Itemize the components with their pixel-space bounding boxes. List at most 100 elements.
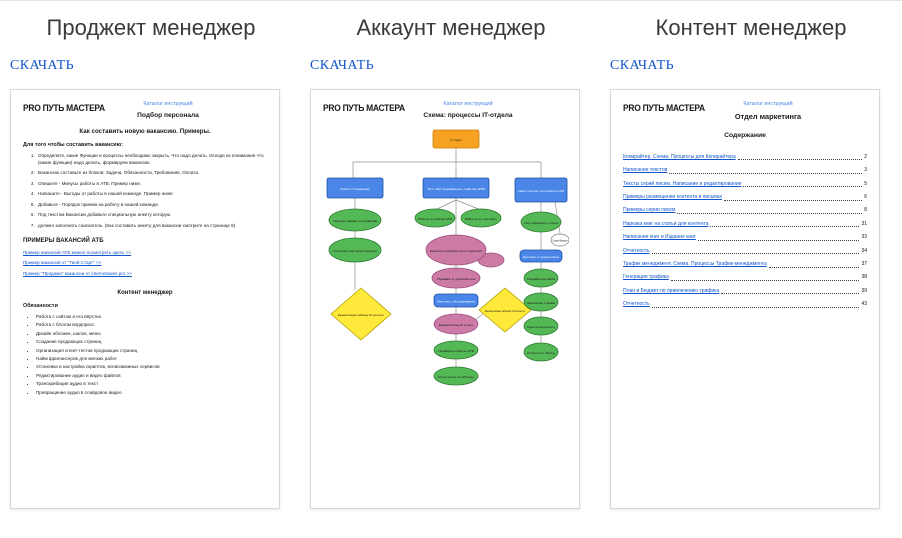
toc-dot-leader [677, 212, 863, 214]
flow-node-center4: Правки и доработки [431, 267, 481, 288]
doc-link: Пример вакансий АТБ можно посмотреть зде… [23, 249, 132, 255]
toc-dot-leader [768, 266, 860, 268]
column-title: Аккаунт менеджер [356, 15, 546, 40]
list-item: Дизайн обложек, шапок, меню [36, 331, 267, 338]
flow-node-left-diamond: Ежемесячная таблица Отчетность [330, 286, 392, 341]
toc-entry: Нарезка книг на статьи для контента 31 [623, 221, 867, 229]
svg-text:Разработка сайта: Разработка сайта [527, 277, 555, 281]
list-item: Работа с сайтом и его вёрстка [36, 314, 267, 321]
toc-link: Примеры серии писем [623, 207, 676, 214]
toc-entry: Копирайтер. Схема. Процессы для Копирайт… [623, 154, 867, 162]
toc-dot-leader [724, 199, 863, 201]
flow-node-root: IT отдел [432, 129, 480, 148]
svg-text:Ежемесячное обслуживание сайто: Ежемесячное обслуживание сайтов и сервис… [430, 249, 482, 253]
flow-node-center6: Ежемесячный отчет [433, 313, 479, 334]
flow-node-center3: Ежемесячное обслуживание сайтов и сервис… [425, 234, 505, 267]
toc-entry: Примеры серии писем 8 [623, 207, 867, 215]
toc-entry: Примеры размещения контента в письмах 6 [623, 194, 867, 202]
svg-text:Ежемесячный отчет: Ежемесячный отчет [439, 323, 474, 327]
flow-node-center7: Проверка сайтов АТБ [433, 340, 479, 359]
flow-node-right5: Сдача проекта клиенту [523, 316, 559, 335]
svg-text:Схема Функции: Схема Функции [553, 238, 568, 242]
contents-title: Содержание [724, 131, 766, 139]
flow-node-branch-right: Сайты "под ключ" для клиентов и АТБ [514, 177, 568, 202]
brand-logo: PRO ПУТЬ МАСТЕРА [323, 102, 405, 114]
toc-entry: Отчетность 34 [623, 248, 867, 256]
brand-logo: PRO ПУТЬ МАСТЕРА [623, 102, 705, 114]
toc-link: Написание книг и Издание книг [623, 234, 696, 241]
catalog-link: Каталог инструкций [143, 101, 193, 107]
toc-dot-leader [669, 172, 863, 174]
toc-entry: Трафик менеджмент. Схема. Процессы Трафи… [623, 261, 867, 269]
toc-entry: Написание текстов 3 [623, 167, 867, 175]
it-flowchart: IT отдел Работы с Сервисами Тех обслужив… [326, 129, 569, 385]
section-title: Контент менеджер [117, 290, 173, 297]
doc-title: Схема: процессы IT-отдела [423, 111, 513, 119]
toc-link: Трафик менеджмент. Схема. Процессы Трафи… [623, 261, 767, 268]
doc-header: PRO ПУТЬ МАСТЕРА Каталог инструкций Отде… [623, 100, 867, 122]
svg-text:Ежемесячная таблица Отчетность: Ежемесячная таблица Отчетность [485, 309, 525, 313]
toc-page-number: 37 [861, 261, 867, 268]
toc-entry: Генерация трафика 38 [623, 274, 867, 282]
toc-entry: Тексты серий писем. Написание и редактир… [623, 181, 867, 189]
catalog-link: Каталог инструкций [743, 101, 793, 107]
flow-node-left1: Текущие заявки по сервисам [328, 208, 382, 231]
toc-dot-leader [737, 159, 863, 161]
svg-text:Договор и предоплата: Договор и предоплата [523, 255, 559, 259]
toc-page-number: 38 [861, 274, 867, 281]
examples-title: ПРИМЕРЫ ВАКАНСИЙ АТБ [23, 237, 104, 244]
toc-page-number: 5 [864, 180, 867, 187]
svg-text:Установка и настройка сервисов: Установка и настройка сервисов [333, 249, 377, 253]
svg-text:Текущие заявки по сервисам: Текущие заявки по сервисам [333, 219, 377, 223]
toc-page-number: 2 [864, 153, 867, 160]
flow-node-center5: Чек-лист обслуживания [433, 293, 479, 307]
flow-node-right4: Наполнение и правки [523, 292, 559, 311]
flow-node-center1: Работы по сайтам АТБ [414, 208, 456, 227]
flow-node-branch-left: Работы с Сервисами [326, 177, 384, 198]
toc-link: Написание текстов [623, 167, 668, 174]
catalog-page: Проджект менеджер СКАЧАТЬ PRO ПУТЬ МАСТЕ… [0, 0, 902, 509]
toc-page-number: 3 [864, 167, 867, 174]
list-item: Найм фрилансеров для мелких работ [36, 356, 267, 363]
doc-intro: Для того чтобы составить вакансию: [23, 141, 123, 148]
catalog-link: Каталог инструкций [443, 101, 493, 107]
toc-page-number: 8 [864, 207, 867, 214]
download-link[interactable]: СКАЧАТЬ [310, 58, 375, 73]
list-item: Превращение аудио в слайдовое видео [36, 390, 267, 397]
svg-text:Чек-лист обслуживания: Чек-лист обслуживания [437, 299, 475, 303]
svg-text:Проверка сайтов АТБ: Проверка сайтов АТБ [438, 349, 474, 353]
toc-dot-leader [697, 239, 860, 241]
toc-page-number: 31 [861, 220, 867, 227]
list-item: Работа с блогом вордпресс [36, 322, 267, 329]
list-item: Создание продающих страниц [36, 339, 267, 346]
toc-link: Тексты серий писем. Написание и редактир… [623, 180, 742, 187]
toc-page-number: 6 [864, 194, 867, 201]
list-item: Установка и настройка скриптов, всевозмо… [36, 364, 267, 371]
toc-page-number: 43 [861, 301, 867, 308]
doc-preview-marketing-toc[interactable]: PRO ПУТЬ МАСТЕРА Каталог инструкций Отде… [610, 89, 880, 509]
list-item: Опишите - Минусы работы в АТБ. Пример ни… [36, 181, 267, 188]
column-content-manager: Контент менеджер СКАЧАТЬ PRO ПУТЬ МАСТЕР… [606, 1, 896, 509]
doc-link: Пример вакансий от "Твой Старт" >> [23, 260, 102, 266]
flow-node-center-diamond: Ежемесячная таблица Отчетность [478, 286, 532, 333]
download-link[interactable]: СКАЧАТЬ [10, 58, 75, 73]
example-links: Пример вакансий АТБ можно посмотреть зде… [23, 250, 267, 278]
svg-text:Работы по сайтам АТБ: Работы по сайтам АТБ [418, 217, 452, 221]
svg-text:Работы по хостингу: Работы по хостингу [465, 217, 498, 221]
column-account-manager: Аккаунт менеджер СКАЧАТЬ PRO ПУТЬ МАСТЕР… [306, 1, 596, 509]
svg-text:Наполнение и правки: Наполнение и правки [527, 301, 555, 305]
doc-link: Пример "Продажи" вакансии от internetsal… [23, 270, 132, 276]
svg-text:Работы с Сервисами: Работы с Сервисами [340, 187, 370, 191]
table-of-contents: Копирайтер. Схема. Процессы для Копирайт… [623, 154, 867, 309]
doc-preview-it-scheme[interactable]: PRO ПУТЬ МАСТЕРА Каталог инструкций Схем… [310, 89, 580, 509]
download-link[interactable]: СКАЧАТЬ [610, 58, 675, 73]
column-title: Контент менеджер [655, 15, 847, 40]
doc-preview-vacancies[interactable]: PRO ПУТЬ МАСТЕРА Каталог инструкций Подб… [10, 89, 280, 509]
svg-text:Правки и доработки: Правки и доработки [437, 277, 475, 281]
list-item: Под текстом Вакансии добавьте специальну… [36, 212, 267, 219]
duties-title: Обязанности [23, 303, 58, 310]
doc-title: Отдел маркетинга [734, 111, 802, 121]
svg-text:Тех обслуживание сайтов АТБ: Тех обслуживание сайтов АТБ [427, 187, 485, 191]
doc-header: PRO ПУТЬ МАСТЕРА Каталог инструкций Подб… [23, 100, 267, 121]
toc-dot-leader [710, 226, 860, 228]
